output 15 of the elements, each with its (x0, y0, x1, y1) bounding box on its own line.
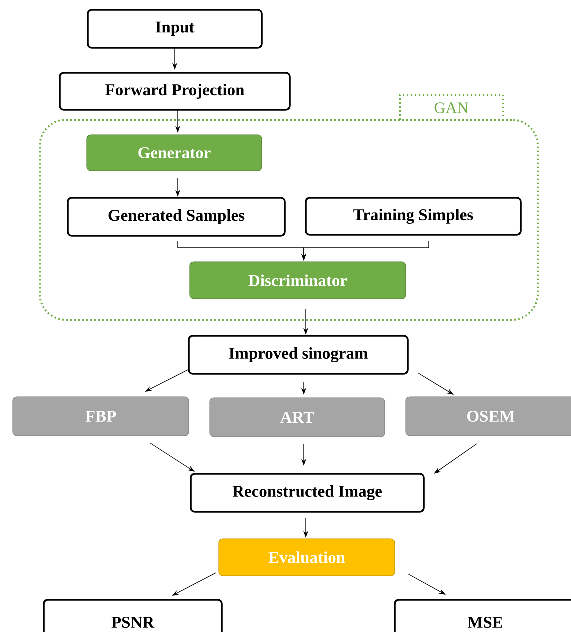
process-box: Forward Projection (59, 72, 291, 111)
method-box: OSEM (406, 396, 571, 436)
process-box: Input (87, 9, 263, 49)
process-box: Discriminator (190, 262, 406, 300)
method-box: ART (210, 398, 386, 438)
process-box: Evaluation (218, 538, 396, 576)
process-box: Training Simples (305, 197, 522, 236)
process-box: Reconstructed Image (190, 473, 425, 513)
process-box: PSNR (43, 599, 223, 632)
node-label: GAN (434, 102, 468, 114)
process-box: Generated Samples (67, 197, 286, 237)
process-box: MSE (394, 599, 571, 632)
process-box: Generator (86, 134, 262, 172)
process-box: Improved sinogram (188, 335, 409, 375)
method-box: FBP (12, 396, 190, 436)
